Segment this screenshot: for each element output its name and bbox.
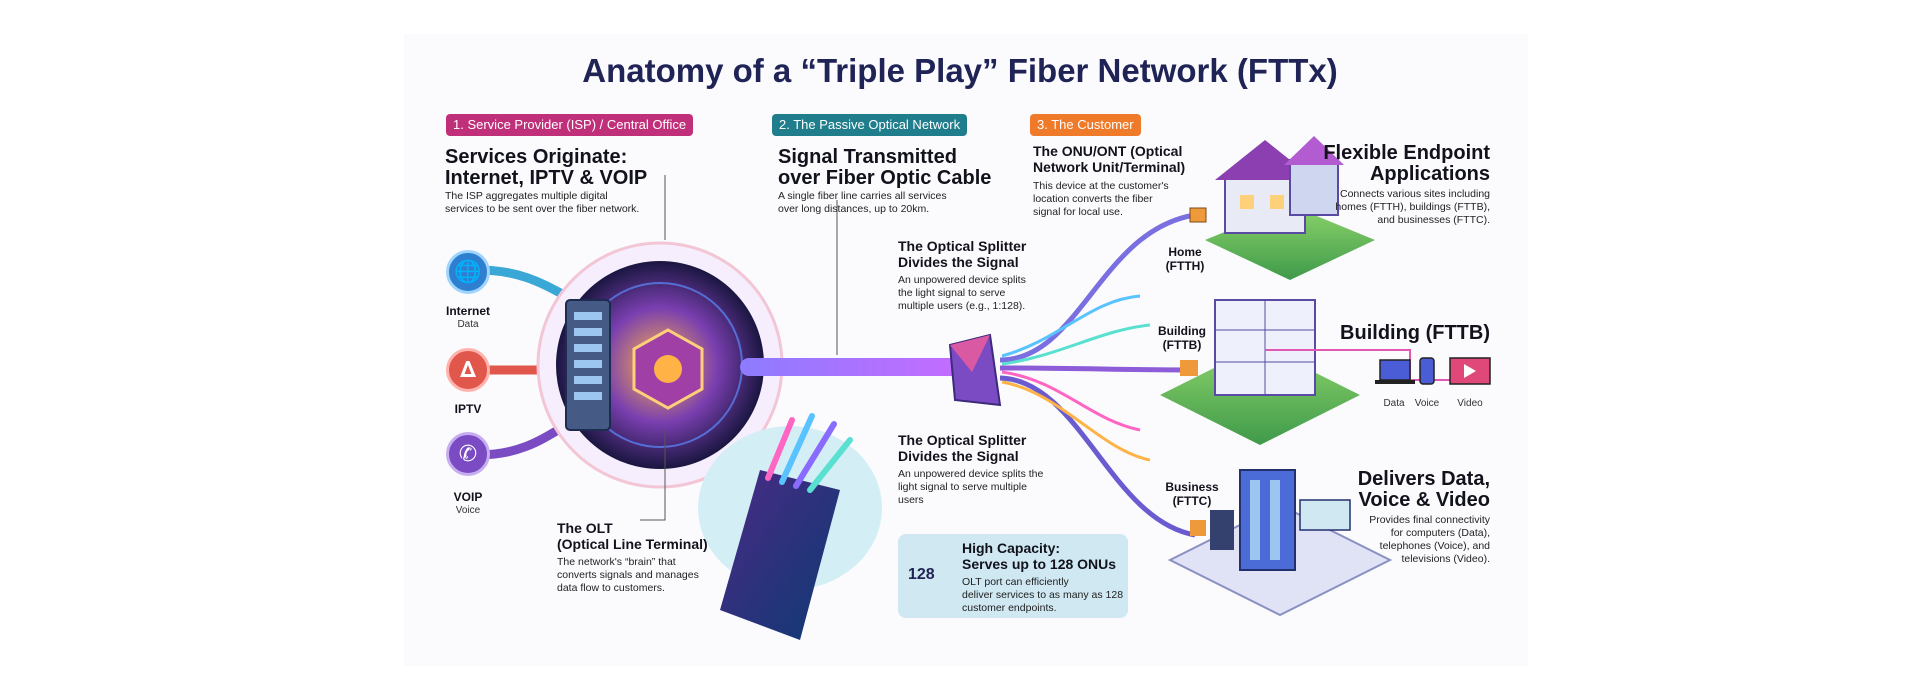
provider-heading-2: Internet, IPTV & VOIP [445,167,648,189]
passive-desc-1: A single fiber line carries all services [778,190,947,202]
home-house [1189,136,1375,280]
capacity-desc-1: OLT port can efficiently [962,576,1069,588]
capacity-desc-3: customer endpoints. [962,602,1057,614]
phone-icon: ✆ [446,432,490,476]
capacity-box [898,534,1128,618]
globe-icon: 🌐 [446,250,490,294]
olt-desc-1: The network's “brain” that [557,556,676,568]
delivers-desc-4: televisions (Video). [1401,553,1490,565]
splitter-bottom-desc-2: light signal to serve multiple [898,481,1027,493]
olt-desc-2: converts signals and manages [557,569,699,581]
flexible-heading-1: Flexible Endpoint [1323,142,1490,164]
building-heading: Building (FTTB) [1340,322,1490,344]
home-label-1: Home [1168,245,1202,259]
fiber-strands [765,413,853,493]
business-label-1: Business [1165,480,1219,494]
splitter-bottom-desc-1: An unpowered device splits the [898,468,1044,480]
page-title: Anatomy of a “Triple Play” Fiber Network… [582,52,1338,89]
service-label-voip: VOIP [453,490,483,504]
passive-heading-1: Signal Transmitted [778,146,957,168]
flexible-desc-3: and businesses (FTTC). [1377,214,1490,226]
passive-desc-2: over long distances, up to 20km. [778,203,930,215]
provider-desc-1: The ISP aggregates multiple digital [445,190,608,202]
capacity-badge: 128 [908,566,935,583]
splitter-bottom-heading-2: Divides the Signal [898,448,1019,464]
device-label-data: Data [1383,398,1405,409]
passive-tag: 2. The Passive Optical Network [772,114,968,136]
delivers-desc-1: Provides final connectivity [1369,514,1490,526]
building-label-1: Building [1158,324,1206,338]
delivers-desc-2: for computers (Data), [1390,527,1490,539]
device-label-video: Video [1457,398,1483,409]
customer-desc-1: This device at the customer's [1033,180,1169,192]
olt-rack [565,299,611,431]
device-label-voice: Voice [1414,398,1440,409]
splitter-top-desc-2: the light signal to serve [898,287,1006,299]
provider-heading-1: Services Originate: [445,146,628,168]
antenna-icon: 𝚫 [446,348,490,392]
home-label-2: (FTTH) [1165,259,1205,273]
flexible-desc-1: Connects various sites including [1340,188,1490,200]
provider-desc-2: services to be sent over the fiber netwo… [445,203,640,215]
capacity-heading-2: Serves up to 128 ONUs [962,556,1117,572]
customer-heading-1: The ONU/ONT (Optical [1033,143,1183,159]
fttb-devices [1375,357,1491,385]
delivers-heading-1: Delivers Data, [1357,468,1490,490]
olt-heading-2: (Optical Line Terminal) [557,536,708,552]
flexible-desc-2: homes (FTTH), buildings (FTTB), [1335,201,1490,213]
splitter-top-heading-2: Divides the Signal [898,254,1019,270]
olt-desc-3: data flow to customers. [557,582,665,594]
splitter-top-heading-1: The Optical Splitter [898,238,1027,254]
distribution-fibers [999,212,1196,538]
service-sub-internet: Data [457,319,479,330]
splitter-top-desc-1: An unpowered device splits [898,274,1026,286]
splitter-bottom-desc-3: users [898,494,924,506]
customer-desc-2: location converts the fiber [1033,193,1153,205]
splitter-top-desc-3: multiple users (e.g., 1:128). [898,300,1026,312]
capacity-desc-2: deliver services to as many as 128 [962,589,1124,601]
customer-desc-3: signal for local use. [1033,206,1123,218]
customer-heading-2: Network Unit/Terminal) [1033,159,1186,175]
service-sub-voip: Voice [455,505,481,516]
provider-tag: 1. Service Provider (ISP) / Central Offi… [446,114,694,136]
fttc-business [1167,469,1393,617]
main-fiber [740,358,960,376]
building-label-2: (FTTB) [1162,338,1202,352]
fttb-building [1160,299,1480,445]
service-label-internet: Internet [445,304,490,318]
delivers-heading-2: Voice & Video [1358,489,1490,511]
olt-heading-1: The OLT [557,520,613,536]
splitter-bottom-heading-1: The Optical Splitter [898,432,1027,448]
fiber-bundle [720,470,840,640]
service-label-iptv: IPTV [454,402,482,416]
capacity-heading-1: High Capacity: [962,540,1061,556]
delivers-desc-3: telephones (Voice), and [1379,540,1490,552]
passive-heading-2: over Fiber Optic Cable [778,167,992,189]
business-label-2: (FTTC) [1172,494,1212,508]
flexible-heading-2: Applications [1369,163,1490,185]
customer-tag: 3. The Customer [1030,114,1141,136]
